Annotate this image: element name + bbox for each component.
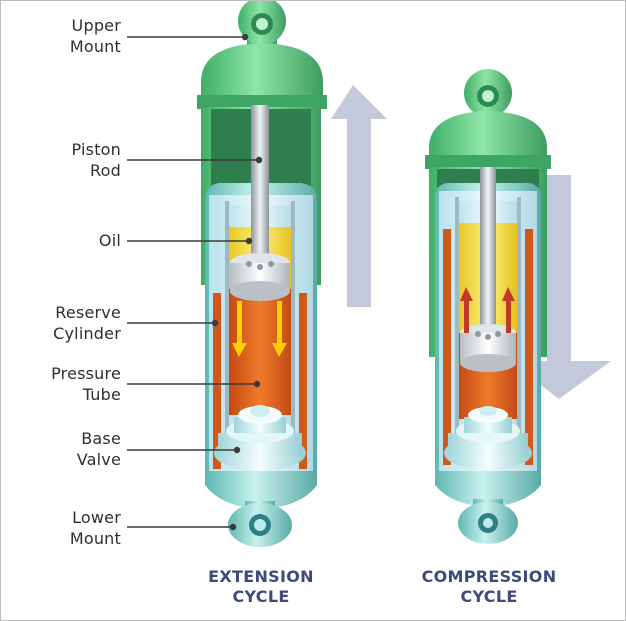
- label-base-valve: Base Valve: [76, 429, 121, 469]
- extension-cycle-caption: EXTENSION CYCLE: [208, 567, 314, 606]
- compression-cycle-caption: COMPRESSION CYCLE: [421, 567, 557, 606]
- compression-motion-arrow: [509, 175, 611, 399]
- extension-shock: [197, 1, 387, 547]
- label-pressure-tube: Pressure Tube: [51, 364, 121, 404]
- compression-shock: [425, 69, 611, 544]
- dust-shield-right: [429, 111, 547, 169]
- dust-shield-left: [201, 43, 323, 109]
- upper-mount-eye-right: [464, 69, 512, 123]
- label-lower-mount: Lower Mount: [69, 508, 121, 548]
- label-oil: Oil: [98, 231, 121, 250]
- upper-mount-eye-left: [238, 1, 286, 49]
- base-valve-right: [444, 406, 532, 470]
- label-reserve-cylinder: Reserve Cylinder: [53, 303, 121, 343]
- leader-lines: [127, 33, 263, 531]
- lower-mount-eye-right: [458, 499, 518, 544]
- extension-motion-arrow: [331, 85, 387, 307]
- extension-flow-arrows: [232, 301, 287, 357]
- label-piston-rod: Piston Rod: [71, 140, 121, 180]
- base-valve-left: [214, 405, 306, 471]
- compression-flow-arrows: [460, 287, 515, 333]
- lower-mount-eye-left: [228, 501, 292, 547]
- label-upper-mount: Upper Mount: [69, 16, 121, 56]
